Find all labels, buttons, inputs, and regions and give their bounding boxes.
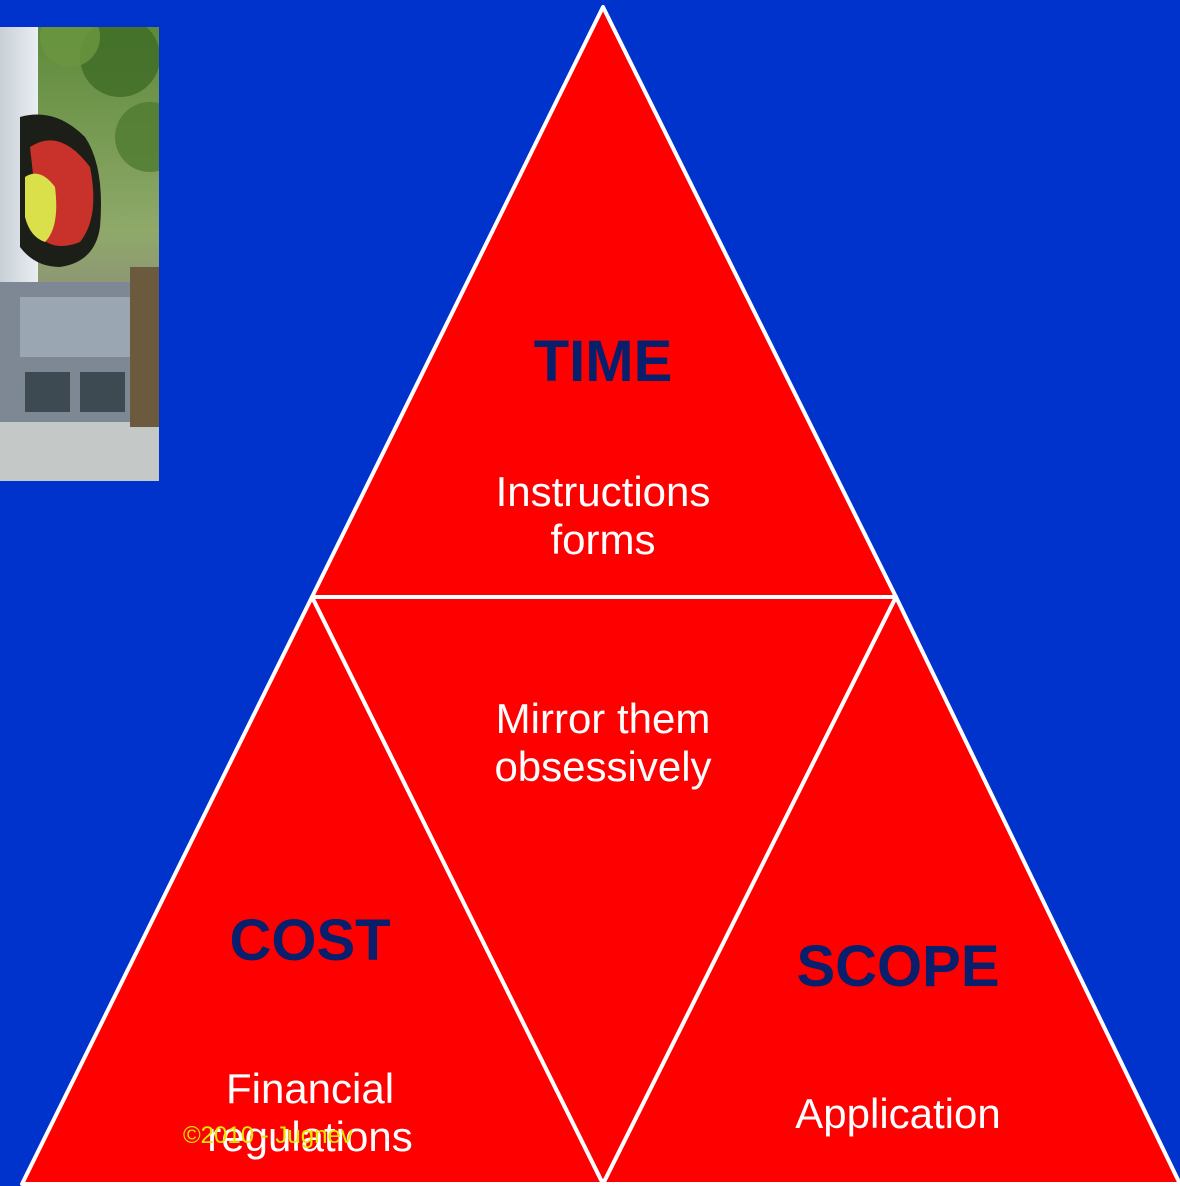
cost-body-line-1: Financial	[225, 1065, 395, 1112]
copyright-notice: ©2010 - Jugnev	[183, 1122, 353, 1149]
cost-heading: COST	[229, 908, 391, 973]
time-body-line-2: forms	[550, 516, 656, 563]
cost-body: Financial regulations	[160, 1065, 460, 1161]
scope-heading: SCOPE	[796, 934, 1000, 999]
center-body-line-2: obsessively	[494, 743, 712, 790]
scope-triangle	[601, 595, 1180, 1186]
center-body: Mirror them obsessively	[403, 695, 803, 791]
runner-photo-image	[0, 27, 159, 481]
center-body-line-1: Mirror them	[495, 695, 711, 742]
cost-body-line-2: regulations	[207, 1113, 413, 1160]
time-body: Instructions forms	[403, 468, 803, 564]
time-body-line-1: Instructions	[495, 468, 711, 515]
scope-body-line-1: Application	[795, 1090, 1001, 1137]
time-heading: TIME	[533, 329, 673, 394]
cost-triangle	[20, 595, 605, 1186]
runner-photo	[0, 27, 159, 481]
scope-body: Application	[748, 1090, 1048, 1138]
